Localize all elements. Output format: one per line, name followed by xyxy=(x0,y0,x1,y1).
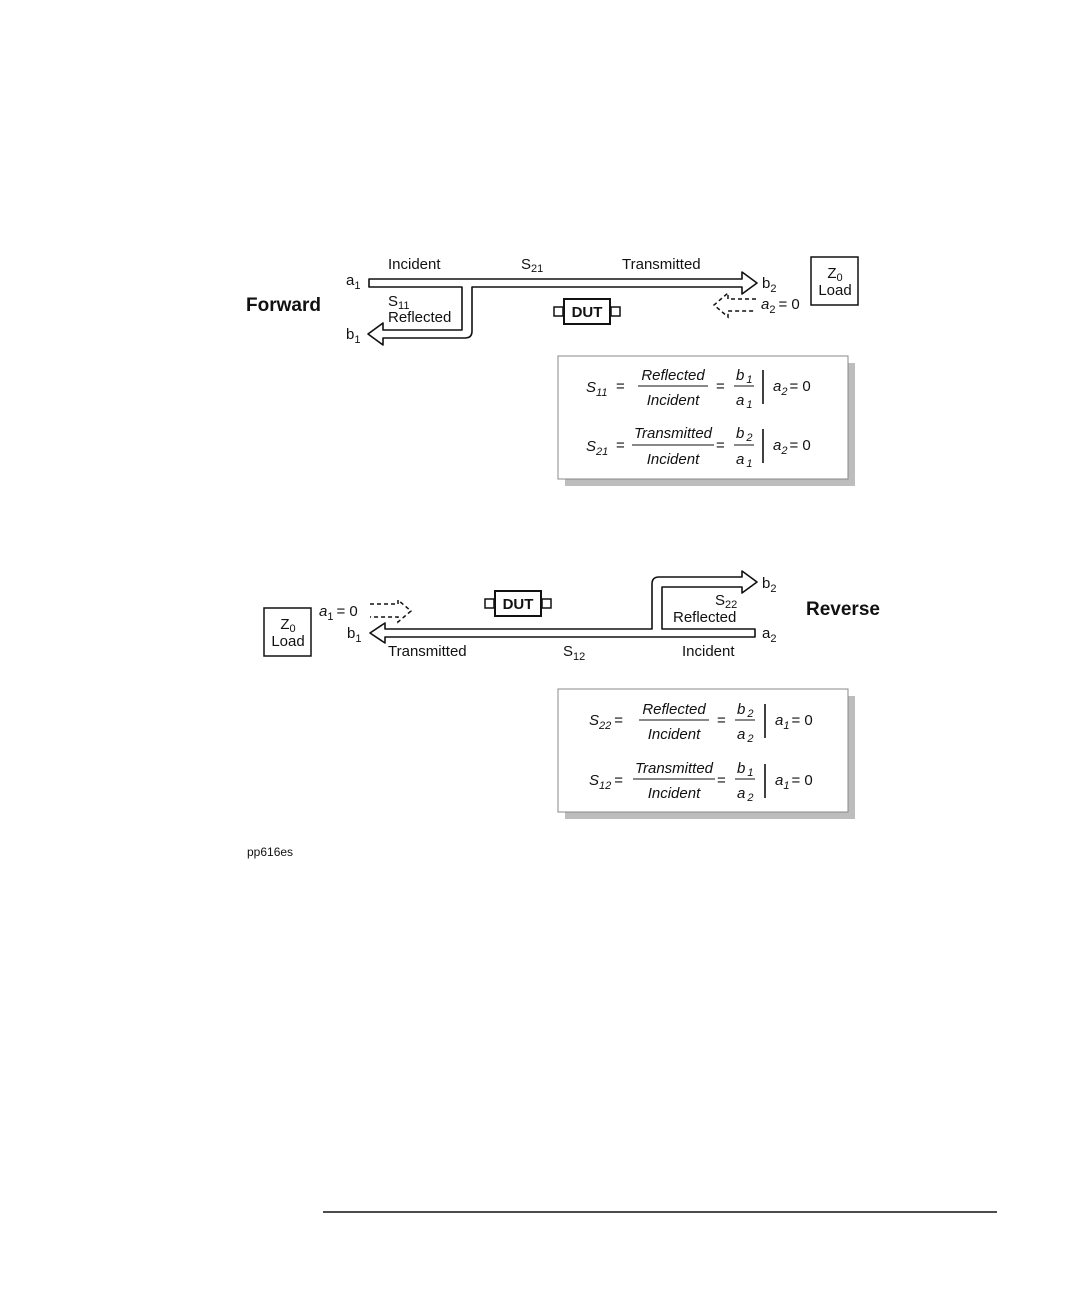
reverse-s12-label: S12 xyxy=(563,643,585,663)
forward-transmitted-label: Transmitted xyxy=(622,256,701,273)
svg-text:Z0: Z0 xyxy=(280,616,295,635)
svg-text:Reflected: Reflected xyxy=(641,367,705,384)
reverse-transmitted-arrow xyxy=(369,570,758,644)
svg-text:a1: a1 xyxy=(736,451,752,470)
svg-text:Incident: Incident xyxy=(647,451,700,468)
figure-caption: pp616es xyxy=(247,845,293,859)
svg-text:b2: b2 xyxy=(737,701,753,720)
forward-a2-label: a2= 0 xyxy=(761,296,800,316)
forward-section: Forward a1 b1 b2 a2= 0 Incident S21 Tran… xyxy=(246,256,859,486)
reverse-section: Reverse Z0 Load a1= 0 b1 b2 a2 DUT S22 R… xyxy=(263,570,880,819)
svg-text:=: = xyxy=(716,378,725,395)
svg-text:Incident: Incident xyxy=(648,785,701,802)
svg-text:DUT: DUT xyxy=(572,304,603,321)
svg-text:a2: a2 xyxy=(737,785,753,804)
reverse-a1-dashed-arrow xyxy=(370,598,413,624)
svg-text:a1= 0: a1= 0 xyxy=(775,772,813,792)
forward-incident-label: Incident xyxy=(388,256,441,273)
reverse-incident-label: Incident xyxy=(682,643,735,660)
svg-text:=: = xyxy=(716,437,725,454)
forward-b2-label: b2 xyxy=(762,275,776,295)
svg-text:Reflected: Reflected xyxy=(642,701,706,718)
forward-title: Forward xyxy=(246,295,321,316)
svg-text:S11: S11 xyxy=(586,379,607,399)
svg-text:Incident: Incident xyxy=(648,726,701,743)
reverse-s22-label: S22 xyxy=(715,592,737,611)
svg-text:=: = xyxy=(616,378,625,395)
forward-s11-label: S11 xyxy=(388,293,409,312)
svg-text:b1: b1 xyxy=(736,367,752,386)
svg-text:=: = xyxy=(717,772,726,789)
reverse-transmitted-label: Transmitted xyxy=(388,643,467,660)
svg-text:Z0: Z0 xyxy=(827,265,842,284)
forward-dut: DUT xyxy=(553,298,621,325)
svg-text:=: = xyxy=(616,437,625,454)
svg-text:Load: Load xyxy=(271,633,304,650)
forward-z0-load: Z0 Load xyxy=(810,256,859,306)
svg-text:b2: b2 xyxy=(736,425,752,444)
svg-text:a1= 0: a1= 0 xyxy=(775,712,813,732)
svg-text:Transmitted: Transmitted xyxy=(635,760,714,777)
svg-text:a1: a1 xyxy=(736,392,752,411)
svg-text:Incident: Incident xyxy=(647,392,700,409)
reverse-a1-label: a1= 0 xyxy=(319,603,358,623)
svg-text:Transmitted: Transmitted xyxy=(634,425,713,442)
svg-text:Load: Load xyxy=(818,282,851,299)
svg-text:a2: a2 xyxy=(737,726,753,745)
forward-transmitted-arrow xyxy=(367,271,758,346)
reverse-b1-label: b1 xyxy=(347,625,361,645)
reverse-z0-load: Z0 Load xyxy=(263,607,312,657)
reverse-dut: DUT xyxy=(484,590,552,617)
forward-b1-label: b1 xyxy=(346,326,360,346)
svg-text:a2= 0: a2= 0 xyxy=(773,437,811,457)
svg-text:S12=: S12= xyxy=(589,772,623,792)
reverse-b2-label: b2 xyxy=(762,575,776,595)
forward-a2-dashed-arrow xyxy=(712,291,756,319)
forward-s21-label: S21 xyxy=(521,256,543,275)
svg-text:=: = xyxy=(717,712,726,729)
svg-text:S21: S21 xyxy=(586,438,608,458)
reverse-reflected-label: Reflected xyxy=(673,609,736,626)
forward-a1-label: a1 xyxy=(346,272,360,292)
svg-text:a2= 0: a2= 0 xyxy=(773,378,811,398)
forward-reflected-label: Reflected xyxy=(388,309,451,326)
svg-text:S22=: S22= xyxy=(589,712,623,732)
reverse-title: Reverse xyxy=(806,599,880,620)
svg-text:b1: b1 xyxy=(737,760,753,779)
reverse-a2-label: a2 xyxy=(762,625,776,645)
svg-text:DUT: DUT xyxy=(503,596,534,613)
